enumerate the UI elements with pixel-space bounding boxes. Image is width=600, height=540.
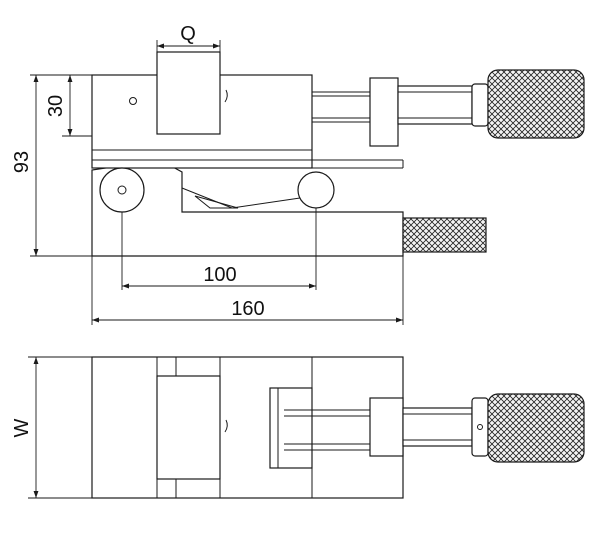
dim-30-label: 30: [45, 95, 67, 117]
top-body: [91, 356, 404, 499]
dim-w-label: W: [11, 418, 33, 437]
dim-93-label: 93: [11, 151, 33, 173]
jaw-hole: [129, 97, 137, 105]
dim-100-label: 100: [203, 264, 236, 286]
knurled-knob-top-view[interactable]: [487, 393, 585, 463]
screw-bracket: [369, 77, 399, 147]
top-screw-bracket: [369, 397, 404, 457]
knurled-knob-top[interactable]: [487, 69, 585, 139]
dim-q-label: Q: [180, 23, 196, 45]
dim-160-label: 160: [231, 298, 264, 320]
top-view: W: [11, 356, 585, 499]
vise-base: [91, 159, 404, 257]
side-view: Q 30 93 100 160: [11, 23, 585, 325]
movable-jaw: [156, 51, 221, 135]
knurled-knob-lower[interactable]: [402, 217, 487, 253]
roller: [297, 171, 335, 209]
